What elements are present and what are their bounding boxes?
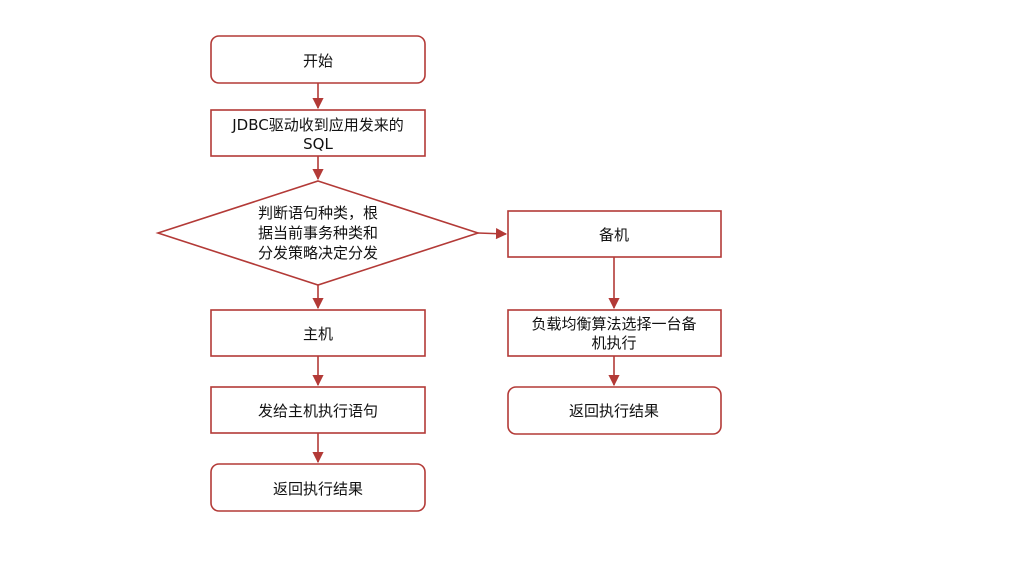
edge-decision-to-slave: [477, 228, 508, 240]
node-decision-line-1: 判断语句种类，根: [258, 204, 378, 222]
node-return-slave-label: 返回执行结果: [569, 402, 659, 420]
node-send-master-label: 发给主机执行语句: [258, 402, 378, 420]
node-start: 开始: [210, 35, 426, 84]
node-receive-sql-line-1: JDBC驱动收到应用发来的: [231, 116, 403, 134]
node-load-balance-line-1: 负载均衡算法选择一台备: [531, 315, 696, 333]
node-receive-sql: JDBC驱动收到应用发来的 SQL: [210, 109, 426, 157]
node-send-master: 发给主机执行语句: [210, 386, 426, 434]
node-return-master-label: 返回执行结果: [273, 480, 363, 498]
node-master-label: 主机: [303, 325, 333, 343]
node-master: 主机: [210, 309, 426, 357]
node-slave: 备机: [507, 210, 722, 258]
node-receive-sql-line-2: SQL: [303, 135, 333, 153]
node-decision-line-2: 据当前事务种类和: [258, 224, 378, 242]
node-return-master: 返回执行结果: [210, 463, 426, 512]
node-return-slave: 返回执行结果: [507, 386, 722, 435]
node-decision-line-3: 分发策略决定分发: [258, 244, 378, 262]
node-decision: 判断语句种类，根 据当前事务种类和 分发策略决定分发: [155, 180, 481, 286]
node-slave-label: 备机: [599, 226, 629, 244]
connectors: [312, 83, 620, 464]
node-load-balance-line-2: 机执行: [591, 334, 636, 352]
node-load-balance: 负载均衡算法选择一台备 机执行: [507, 309, 722, 357]
node-start-label: 开始: [303, 52, 333, 70]
